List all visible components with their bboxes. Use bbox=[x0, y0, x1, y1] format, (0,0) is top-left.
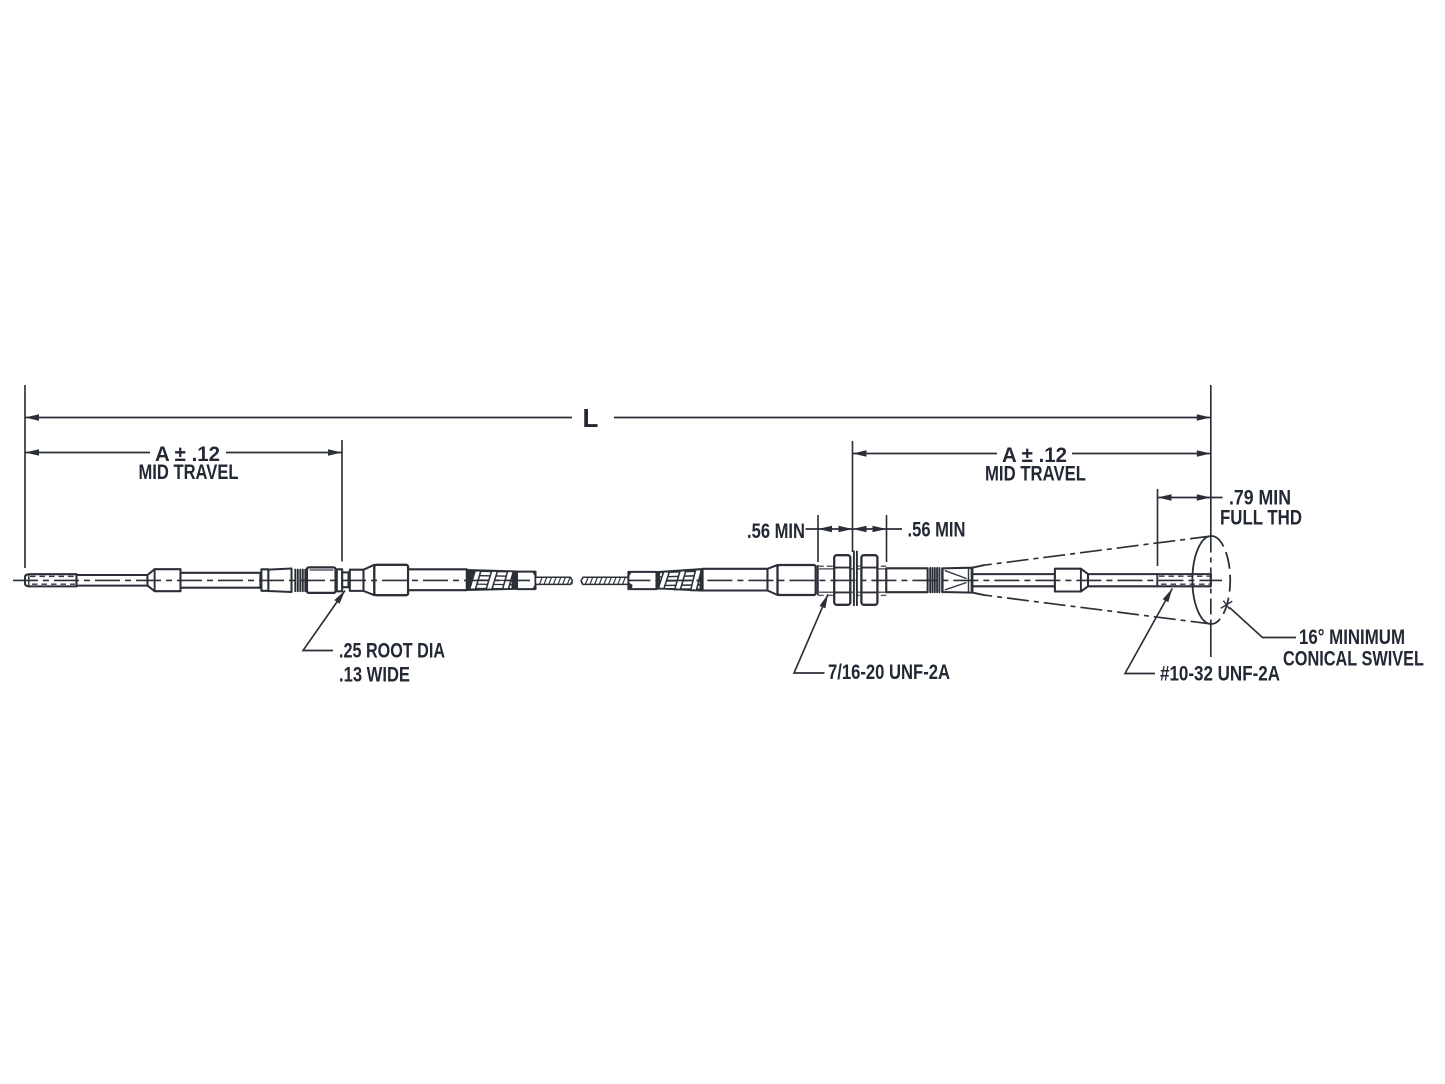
cable-left-strands bbox=[538, 577, 571, 585]
callout-groove-line1: .25 ROOT DIA bbox=[339, 640, 445, 663]
callout-conical-swivel: 16° MINIMUM CONICAL SWIVEL bbox=[1228, 606, 1424, 671]
dim-travel-left-value: A ± .12 bbox=[155, 443, 220, 466]
dim-bulkhead-right-value: .56 MIN bbox=[908, 519, 966, 542]
bulkhead-stud bbox=[817, 550, 888, 607]
bulkhead-panel bbox=[852, 550, 858, 607]
dim-travel-left-caption: MID TRAVEL bbox=[139, 461, 239, 484]
cable-right-strands bbox=[584, 577, 626, 585]
dim-full-thread-line2: FULL THD bbox=[1220, 507, 1302, 530]
dimension-overall-length: L bbox=[25, 403, 1211, 433]
swivel-point-marker bbox=[1220, 600, 1233, 610]
dimension-mid-travel-right: A ± .12 MID TRAVEL bbox=[852, 444, 1211, 486]
rod-right-thread-dashes bbox=[1159, 575, 1210, 585]
extension-lines bbox=[24, 385, 1212, 657]
callout-bulkhead-thread-text: 7/16-20 UNF-2A bbox=[828, 661, 950, 684]
dim-bulkhead-left-value: .56 MIN bbox=[747, 520, 805, 543]
callout-swivel-line2: CONICAL SWIVEL bbox=[1283, 648, 1424, 671]
swivel-tube-right bbox=[941, 564, 986, 597]
callout-groove: .25 ROOT DIA .13 WIDE bbox=[301, 590, 445, 687]
callout-groove-line2: .13 WIDE bbox=[339, 664, 410, 687]
dim-travel-right-value: A ± .12 bbox=[1002, 444, 1067, 467]
cable-left bbox=[534, 576, 574, 586]
callout-rod-thread: #10-32 UNF-2A bbox=[1123, 588, 1280, 686]
dimension-mid-travel-left: A ± .12 MID TRAVEL bbox=[25, 443, 342, 484]
dimension-full-thread: .79 MIN FULL THD bbox=[1157, 487, 1302, 530]
dimension-bulkhead-clearance: .56 MIN .56 MIN bbox=[747, 519, 966, 544]
rod-end-left bbox=[23, 573, 78, 588]
dim-full-thread-line1: .79 MIN bbox=[1229, 487, 1291, 510]
callout-rod-thread-text: #10-32 UNF-2A bbox=[1160, 663, 1280, 686]
cable-right bbox=[580, 576, 630, 586]
swivel-ellipse-back bbox=[1211, 535, 1232, 625]
callout-bulkhead-thread: 7/16-20 UNF-2A bbox=[792, 593, 950, 684]
callout-swivel-line1: 16° MINIMUM bbox=[1299, 626, 1405, 649]
dim-overall-label: L bbox=[583, 403, 599, 433]
dim-travel-right-caption: MID TRAVEL bbox=[985, 463, 1086, 486]
